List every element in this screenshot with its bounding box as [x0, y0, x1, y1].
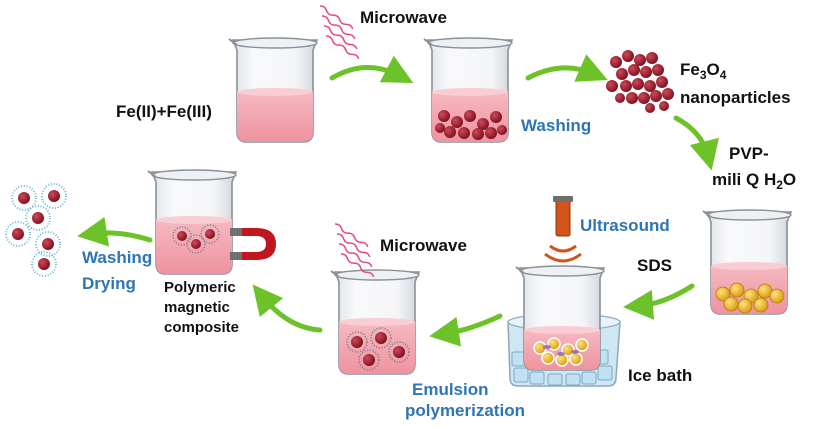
sds-label: SDS — [637, 256, 672, 275]
composite-line1-label: Polymeric — [164, 279, 236, 296]
beaker-magnetic-separation — [147, 169, 237, 275]
composite-line2-label: magnetic — [164, 299, 230, 316]
process-arrows — [77, 54, 719, 347]
polymerization-label: polymerization — [405, 401, 525, 420]
microwave-top-label: Microwave — [360, 8, 447, 27]
magnet-icon — [230, 228, 276, 260]
ice-bath — [507, 265, 621, 387]
microwave-bottom-label: Microwave — [380, 236, 467, 255]
polymer-particles — [346, 327, 410, 371]
arrow-3 — [673, 115, 719, 171]
composite-particles — [5, 183, 67, 277]
arrow-4 — [623, 283, 695, 320]
beaker-fe-salts — [228, 37, 318, 143]
pvp-label: PVP- — [729, 144, 769, 163]
fe3o4-label: Fe3O4 — [680, 60, 727, 82]
composite-line3-label: composite — [164, 319, 240, 336]
ultrasound-label: Ultrasound — [580, 216, 670, 235]
beaker-emulsion — [330, 269, 420, 375]
arrow-2 — [525, 54, 608, 82]
ice-bath-label: Ice bath — [628, 366, 693, 385]
beaker-precipitate — [423, 37, 513, 143]
arrow-1 — [329, 55, 414, 84]
microwave-wave-icon — [319, 5, 360, 60]
arrow-5 — [429, 313, 503, 347]
washing-left-label: Washing — [82, 248, 153, 267]
drying-label: Drying — [82, 274, 136, 293]
emulsion-label: Emulsion — [412, 380, 489, 399]
nanoparticles-label: nanoparticles — [680, 88, 791, 107]
ultrasound-probe-icon — [544, 196, 582, 263]
fe3o4-nanoparticle-cluster — [606, 50, 674, 113]
washing-top-label: Washing — [521, 116, 592, 135]
beaker-pvp — [702, 209, 792, 315]
mili-q-label: mili Q H2O — [712, 170, 797, 192]
fe-salts-label: Fe(II)+Fe(III) — [116, 102, 212, 121]
arrow-6 — [252, 284, 323, 333]
microwave-wave-icon — [334, 223, 375, 278]
arrow-7 — [77, 216, 153, 247]
